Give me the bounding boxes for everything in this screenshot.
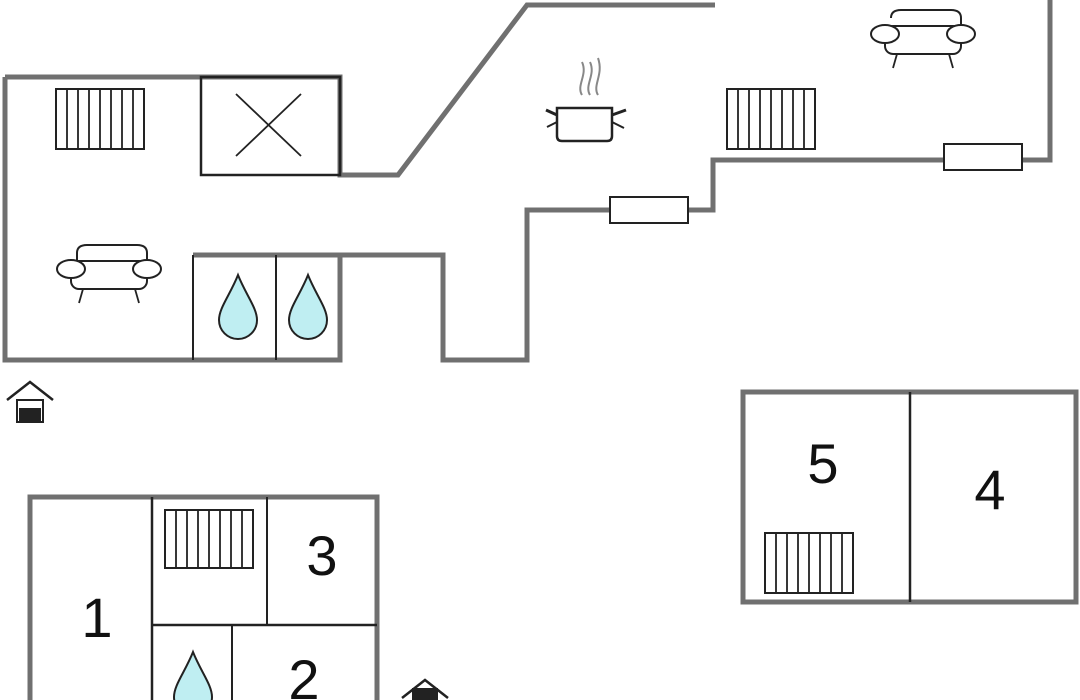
- radiator-icon: [55, 88, 145, 150]
- entrance-icon: [401, 678, 449, 700]
- window-icon: [943, 143, 1023, 171]
- water-drop-icon: [172, 649, 214, 700]
- water-drop-icon: [287, 272, 329, 340]
- room-number-2: 2: [288, 648, 319, 700]
- cooking-pot-icon: [545, 57, 627, 143]
- upper-right-wall: [2, 0, 1053, 363]
- room-number-3: 3: [306, 524, 337, 587]
- sofa-icon: [56, 244, 162, 304]
- skylight-cross-icon: [199, 75, 342, 177]
- sofa-icon: [870, 9, 976, 69]
- water-drop-icon: [217, 272, 259, 340]
- radiator-icon: [764, 532, 854, 594]
- radiator-icon: [164, 509, 254, 569]
- bathroom-stalls: [192, 255, 277, 360]
- room-number-5: 5: [807, 432, 838, 495]
- radiator-icon: [726, 88, 816, 150]
- room-number-4: 4: [974, 458, 1005, 521]
- window-icon: [609, 196, 689, 224]
- entrance-icon: [6, 380, 54, 423]
- lower-left-walls: [27, 494, 380, 700]
- lower-right-walls: [740, 389, 1079, 605]
- room-number-1: 1: [81, 586, 112, 649]
